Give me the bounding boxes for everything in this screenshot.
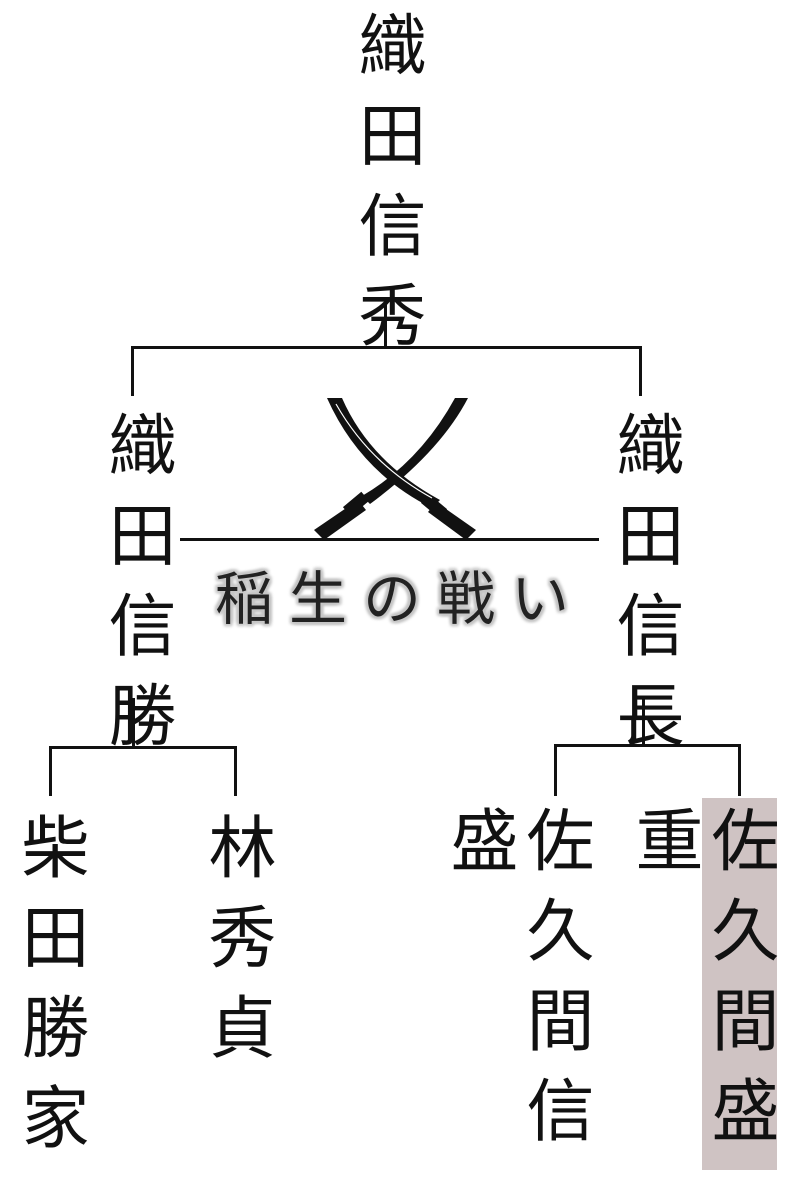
connector: [131, 346, 642, 349]
connector: [384, 300, 387, 348]
connector: [738, 744, 741, 796]
person-left-child-2: 林秀貞: [196, 812, 275, 1082]
highlight-box: [702, 798, 777, 1170]
battle-label: 稲生の戦い: [215, 565, 586, 633]
connector: [132, 698, 135, 748]
connector: [639, 346, 642, 396]
battle-line: [180, 538, 599, 541]
connector: [131, 346, 134, 396]
connector: [554, 744, 741, 747]
person-right-child-2: 佐久間盛重: [623, 805, 778, 1165]
person-left: 織田信勝: [96, 410, 175, 770]
person-left-child-1: 柴田勝家: [9, 812, 88, 1172]
connector: [642, 698, 645, 746]
connector: [234, 746, 237, 796]
person-right-child-1: 佐久間信盛: [438, 805, 593, 1165]
connector: [49, 746, 52, 796]
connector: [49, 746, 237, 749]
connector: [554, 744, 557, 796]
crossed-swords-icon: [314, 398, 476, 540]
